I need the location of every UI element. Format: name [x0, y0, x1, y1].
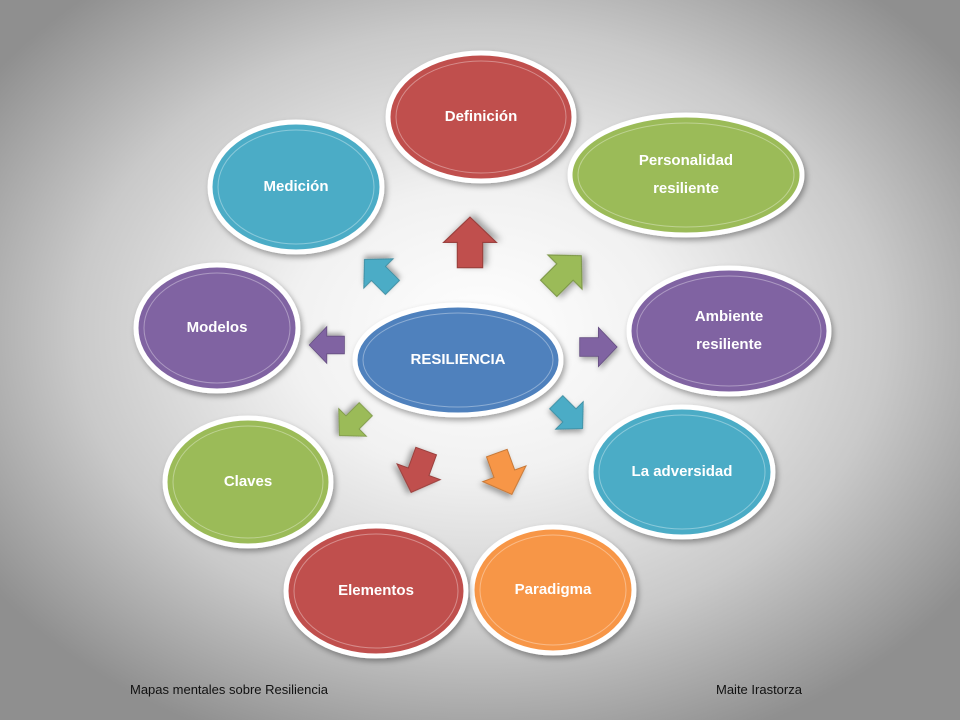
node-medicion-inner-ring — [217, 129, 375, 245]
center-node-inner-ring — [362, 312, 554, 408]
center-node-label: RESILIENCIA — [410, 351, 505, 368]
node-claves-label: Claves — [224, 473, 272, 490]
arrow-to-medicion — [363, 258, 401, 296]
node-personalidad-resiliente-inner-ring — [577, 122, 795, 228]
node-personalidad-resiliente: Personalidad resiliente — [567, 112, 805, 238]
node-medicion: Medición — [207, 119, 385, 255]
arrows-layer — [308, 216, 618, 496]
node-claves-shape — [162, 415, 334, 549]
node-modelos-label: Modelos — [187, 319, 248, 336]
arrow-to-claves-shape — [338, 401, 374, 437]
arrow-to-personalidad-resiliente — [539, 254, 583, 298]
node-definicion-label: Definición — [445, 108, 518, 125]
arrow-to-la-adversidad-shape — [548, 394, 584, 430]
node-modelos: Modelos — [133, 262, 301, 394]
node-ambiente-resiliente-label: resiliente — [696, 336, 762, 353]
node-paradigma-label: Paradigma — [515, 581, 592, 598]
node-modelos-shape — [133, 262, 301, 394]
node-modelos-inner-ring — [143, 272, 291, 384]
arrow-to-claves — [338, 401, 374, 437]
node-definicion-inner-ring — [395, 60, 567, 174]
node-elementos: Elementos — [283, 523, 469, 659]
arrow-to-ambiente-resiliente-shape — [579, 326, 618, 368]
arrow-to-paradigma-shape — [481, 448, 527, 496]
node-elementos-shape — [283, 523, 469, 659]
node-la-adversidad-shape — [588, 404, 776, 540]
node-la-adversidad-label: La adversidad — [632, 463, 733, 480]
arrow-to-elementos-shape — [396, 446, 442, 494]
node-ambiente-resiliente-shape — [626, 265, 832, 397]
node-paradigma-inner-ring — [479, 534, 627, 646]
node-ambiente-resiliente-inner-ring — [636, 275, 822, 387]
footer-title: Mapas mentales sobre Resiliencia — [130, 682, 328, 697]
node-personalidad-resiliente-shape — [567, 112, 805, 238]
node-claves-inner-ring — [172, 425, 324, 539]
footer-author: Maite Irastorza — [716, 682, 802, 697]
node-personalidad-resiliente-label: resiliente — [653, 180, 719, 197]
node-elementos-inner-ring — [293, 533, 459, 649]
node-claves: Claves — [162, 415, 334, 549]
node-medicion-shape — [207, 119, 385, 255]
node-paradigma-shape — [469, 524, 637, 656]
nodes-layer: DefiniciónPersonalidadresilienteAmbiente… — [133, 50, 832, 659]
node-la-adversidad-inner-ring — [598, 414, 766, 530]
node-ambiente-resiliente: Ambiente resiliente — [626, 265, 832, 397]
node-definicion-shape — [385, 50, 577, 184]
arrow-to-paradigma — [481, 448, 527, 496]
center-node-shape — [352, 302, 564, 418]
node-la-adversidad: La adversidad — [588, 404, 776, 540]
arrow-to-modelos — [308, 325, 345, 365]
node-definicion: Definición — [385, 50, 577, 184]
arrow-to-definicion-shape — [442, 216, 498, 269]
arrow-to-modelos-shape — [308, 325, 345, 365]
arrow-to-elementos — [396, 446, 442, 494]
node-elementos-label: Elementos — [338, 582, 414, 599]
arrow-to-definicion — [442, 216, 498, 269]
arrow-to-medicion-shape — [363, 258, 401, 296]
arrow-to-personalidad-resiliente-shape — [539, 254, 583, 298]
center-node: RESILIENCIA — [352, 302, 564, 418]
arrow-to-la-adversidad — [548, 394, 584, 430]
node-medicion-label: Medición — [263, 178, 328, 195]
node-paradigma: Paradigma — [469, 524, 637, 656]
node-personalidad-resiliente-label: Personalidad — [639, 152, 733, 169]
arrow-to-ambiente-resiliente — [579, 326, 618, 368]
node-ambiente-resiliente-label: Ambiente — [695, 308, 763, 325]
